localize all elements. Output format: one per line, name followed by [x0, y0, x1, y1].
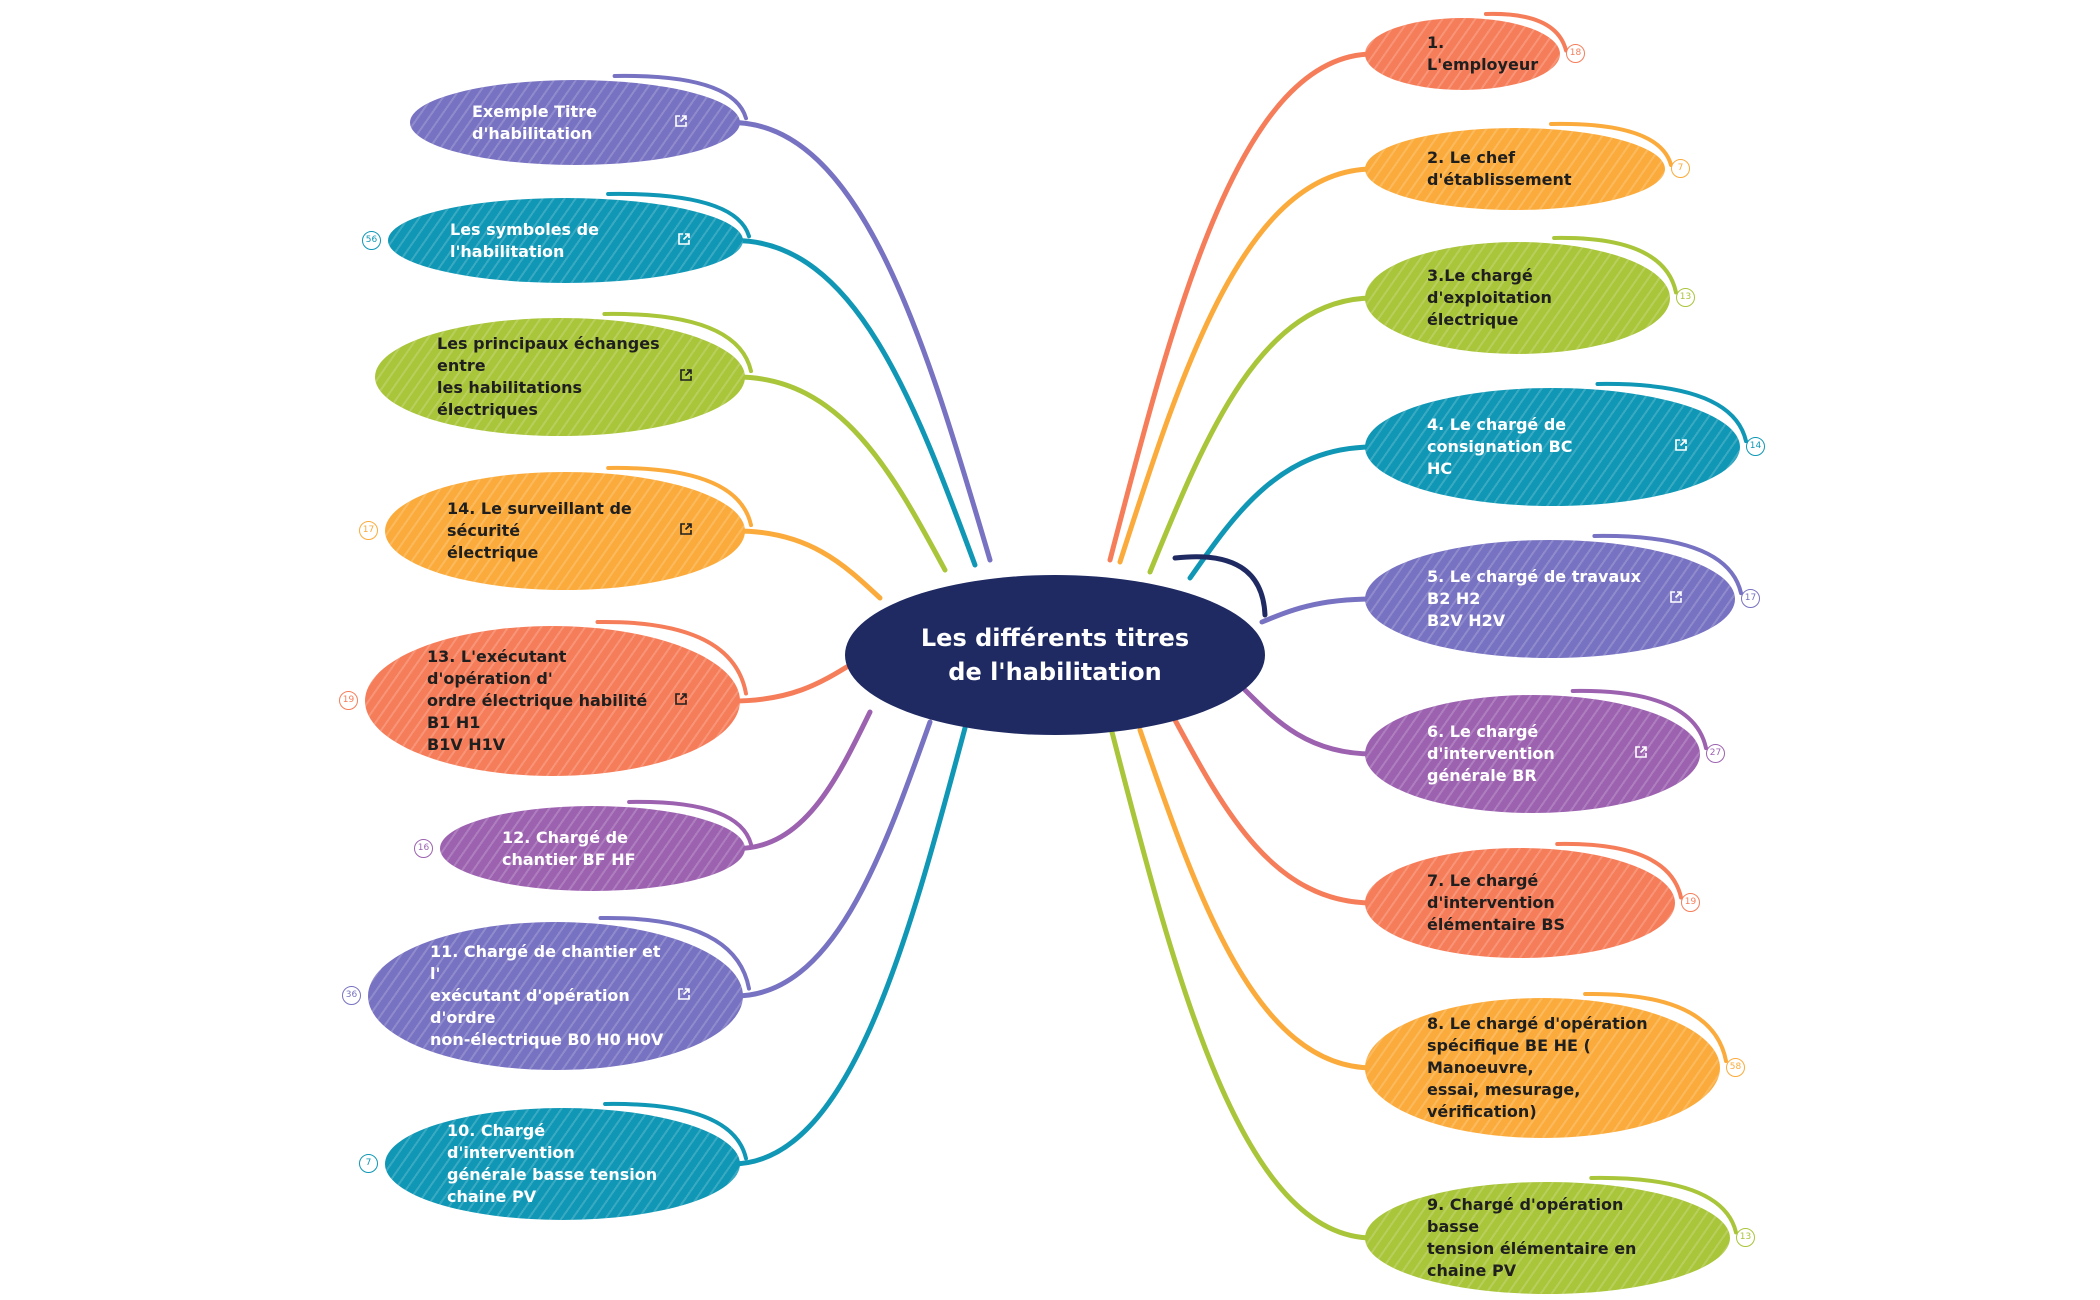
left-topic-node[interactable]: 14. Le surveillant de sécurité électriqu… [385, 472, 745, 590]
external-link-icon[interactable] [1634, 745, 1648, 759]
left-topic-count-badge[interactable]: 36 [342, 986, 361, 1005]
right-topic-label: 3.Le chargé d'exploitation électrique [1427, 266, 1552, 329]
left-swoosh [612, 73, 748, 121]
left-topic-node[interactable]: 11. Chargé de chantier et l' exécutant d… [368, 922, 743, 1070]
left-topic-label: 12. Chargé de chantier BF HF [502, 827, 636, 869]
right-connector [1117, 166, 1376, 565]
left-topic-count-badge[interactable]: 56 [362, 230, 381, 250]
right-topic-count-badge[interactable]: 17 [1741, 589, 1760, 608]
left-topic-node[interactable]: Exemple Titre d'habilitation [410, 80, 740, 165]
left-topic-node[interactable]: 10. Chargé d'intervention générale basse… [385, 1108, 740, 1220]
right-connector [1137, 727, 1376, 1071]
right-swoosh [1483, 11, 1568, 53]
right-topic-count-badge[interactable]: 19 [1681, 893, 1700, 912]
left-topic-node[interactable]: Les principaux échanges entre les habili… [375, 318, 745, 436]
left-swoosh [602, 311, 753, 374]
right-connector [1109, 729, 1376, 1241]
right-topic-count-badge[interactable]: 58 [1726, 1058, 1745, 1077]
right-topic-node[interactable]: 8. Le chargé d'opération spécifique BE H… [1365, 998, 1720, 1138]
left-connector [734, 528, 883, 601]
left-topic-label: 13. L'exécutant d'opération d' ordre éle… [427, 647, 648, 754]
left-swoosh [606, 465, 753, 528]
left-topic-label: 14. Le surveillant de sécurité électriqu… [447, 499, 632, 562]
right-swoosh [1552, 235, 1678, 295]
right-topic-count-badge[interactable]: 13 [1736, 1228, 1755, 1247]
right-topic-label: 7. Le chargé d'intervention élémentaire … [1427, 871, 1566, 934]
right-topic-count-badge[interactable]: 13 [1676, 288, 1695, 307]
node-swooshes [595, 11, 1748, 1235]
right-connector [1107, 51, 1376, 563]
left-topic-count-badge[interactable]: 17 [359, 521, 378, 540]
right-swoosh [1592, 533, 1743, 596]
left-topic-label: Les principaux échanges entre les habili… [437, 334, 660, 419]
right-connector [1259, 596, 1376, 625]
left-topic-count-badge[interactable]: 19 [339, 691, 358, 710]
left-topic-count-badge[interactable]: 7 [359, 1154, 378, 1173]
external-link-icon[interactable] [679, 522, 693, 536]
right-topic-count-badge[interactable]: 14 [1746, 437, 1765, 456]
left-topic-label: Les symboles de l'habilitation [450, 219, 599, 261]
right-topic-label: 5. Le chargé de travaux B2 H2 B2V H2V [1427, 567, 1641, 630]
external-link-icon[interactable] [677, 987, 691, 1001]
left-swoosh [627, 799, 753, 847]
left-swoosh [598, 915, 751, 991]
right-topic-node[interactable]: 7. Le chargé d'intervention élémentaire … [1365, 848, 1675, 958]
external-link-icon[interactable] [677, 232, 691, 246]
right-swoosh [1583, 991, 1728, 1063]
left-topic-node[interactable]: 13. L'exécutant d'opération d' ordre éle… [365, 626, 740, 776]
left-topic-node[interactable]: 12. Chargé de chantier BF HF [440, 806, 745, 891]
left-connector [729, 662, 853, 704]
right-topic-node[interactable]: 5. Le chargé de travaux B2 H2 B2V H2V [1365, 540, 1735, 658]
right-topic-count-badge[interactable]: 27 [1706, 744, 1725, 763]
right-swoosh [1549, 121, 1673, 167]
right-topic-node[interactable]: 3.Le chargé d'exploitation électrique [1365, 242, 1670, 354]
left-connector [732, 238, 978, 568]
left-connector [729, 120, 993, 563]
left-swoosh [603, 1101, 748, 1161]
right-topic-label: 1. L'employeur [1427, 33, 1539, 74]
right-topic-label: 6. Le chargé d'intervention générale BR [1427, 722, 1555, 785]
right-topic-label: 8. Le chargé d'opération spécifique BE H… [1427, 1014, 1648, 1121]
left-topic-node[interactable]: Les symboles de l'habilitation [388, 198, 743, 283]
left-connector [732, 719, 933, 999]
right-connector [1172, 717, 1376, 906]
right-topic-node[interactable]: 2. Le chef d'établissement [1365, 128, 1665, 210]
external-link-icon[interactable] [1669, 590, 1683, 604]
right-swoosh [1570, 688, 1708, 751]
right-topic-node[interactable]: 6. Le chargé d'intervention générale BR [1365, 695, 1700, 813]
right-topic-label: 2. Le chef d'établissement [1427, 148, 1572, 189]
left-swoosh [595, 619, 748, 696]
right-connector [1187, 444, 1376, 581]
right-swoosh [1555, 841, 1683, 900]
left-topic-count-badge[interactable]: 16 [414, 838, 433, 858]
external-link-icon[interactable] [1674, 438, 1688, 452]
central-topic[interactable]: Les différents titres de l'habilitation [845, 575, 1265, 735]
right-topic-node[interactable]: 1. L'employeur [1365, 18, 1560, 90]
right-topic-count-badge[interactable]: 18 [1566, 44, 1585, 63]
external-link-icon[interactable] [674, 114, 688, 128]
right-connector [1242, 687, 1376, 757]
central-topic-swoosh [1172, 554, 1268, 618]
left-connector [734, 709, 873, 851]
left-topic-label: 11. Chargé de chantier et l' exécutant d… [430, 942, 664, 1049]
right-swoosh [1589, 1175, 1738, 1235]
right-topic-label: 4. Le chargé de consignation BC HC [1427, 415, 1573, 478]
central-topic-title: Les différents titres de l'habilitation [920, 624, 1190, 686]
left-topic-label: Exemple Titre d'habilitation [472, 101, 597, 143]
right-swoosh [1595, 381, 1748, 444]
left-connector [729, 725, 968, 1167]
left-connector [734, 374, 948, 573]
external-link-icon[interactable] [679, 368, 693, 382]
right-topic-node[interactable]: 9. Chargé d'opération basse tension élém… [1365, 1182, 1730, 1294]
left-swoosh [606, 191, 751, 239]
right-topic-node[interactable]: 4. Le chargé de consignation BC HC [1365, 388, 1740, 506]
left-topic-label: 10. Chargé d'intervention générale basse… [447, 1121, 658, 1206]
external-link-icon[interactable] [674, 692, 688, 706]
right-topic-label: 9. Chargé d'opération basse tension élém… [1427, 1195, 1637, 1280]
connector-lines [729, 51, 1376, 1241]
right-connector [1147, 295, 1376, 575]
right-topic-count-badge[interactable]: 7 [1671, 159, 1690, 178]
